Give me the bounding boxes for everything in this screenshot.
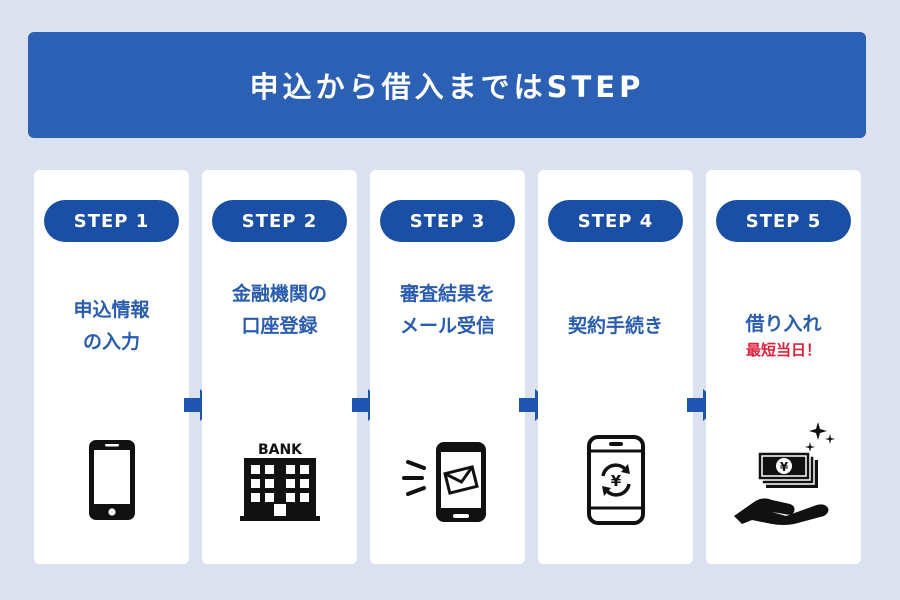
step-label-4-line1: 契約手続き: [567, 315, 663, 337]
step-label-3-line1: 審査結果を: [399, 283, 495, 305]
step-label-2: 金融機関の 口座登録: [202, 278, 357, 342]
bank-sign: BANK: [257, 442, 302, 458]
step-label-4: 契約手続き: [538, 310, 693, 342]
step-card-3: STEP 3 審査結果を メール受信: [370, 170, 525, 564]
svg-text:¥: ¥: [610, 472, 621, 490]
bank-building-icon: BANK: [202, 438, 357, 522]
step-card-2: STEP 2 金融機関の 口座登録 BANK: [202, 170, 357, 564]
step-card-5: STEP 5 借り入れ 最短当日！ ¥: [706, 170, 861, 564]
arrow-right-icon: [352, 389, 386, 421]
smartphone-icon: [34, 438, 189, 522]
step-badge-2: STEP 2: [212, 200, 347, 242]
step-label-3-line2: メール受信: [399, 315, 495, 337]
step-label-3: 審査結果を メール受信: [370, 278, 525, 342]
step-label-1-line1: 申込情報: [73, 299, 150, 321]
arrow-right-icon: [687, 389, 721, 421]
step-badge-1: STEP 1: [44, 200, 179, 242]
step-label-5: 借り入れ 最短当日！: [706, 308, 861, 360]
svg-text:¥: ¥: [779, 460, 788, 474]
step-note-same-day: 最短当日！: [745, 341, 821, 359]
step-card-1: STEP 1 申込情報 の入力: [34, 170, 189, 564]
phone-yen-icon: ¥: [538, 434, 693, 526]
step-badge-3: STEP 3: [380, 200, 515, 242]
title-banner: 申込から借入まではSTEP: [28, 32, 866, 138]
phone-mail-icon: [370, 438, 525, 524]
step-card-4: STEP 4 契約手続き ¥: [538, 170, 693, 564]
step-label-2-line1: 金融機関の: [231, 283, 327, 305]
step-badge-4: STEP 4: [548, 200, 683, 242]
step-label-1-line2: の入力: [82, 331, 140, 353]
step-label-2-line2: 口座登録: [241, 315, 318, 337]
step-badge-5: STEP 5: [716, 200, 851, 242]
step-label-1: 申込情報 の入力: [34, 294, 189, 358]
banner-title: 申込から借入まではSTEP: [249, 70, 645, 104]
arrow-right-icon: [519, 389, 553, 421]
hand-money-icon: ¥: [706, 420, 861, 526]
step-label-5-line1: 借り入れ: [745, 313, 822, 335]
arrow-right-icon: [184, 389, 218, 421]
